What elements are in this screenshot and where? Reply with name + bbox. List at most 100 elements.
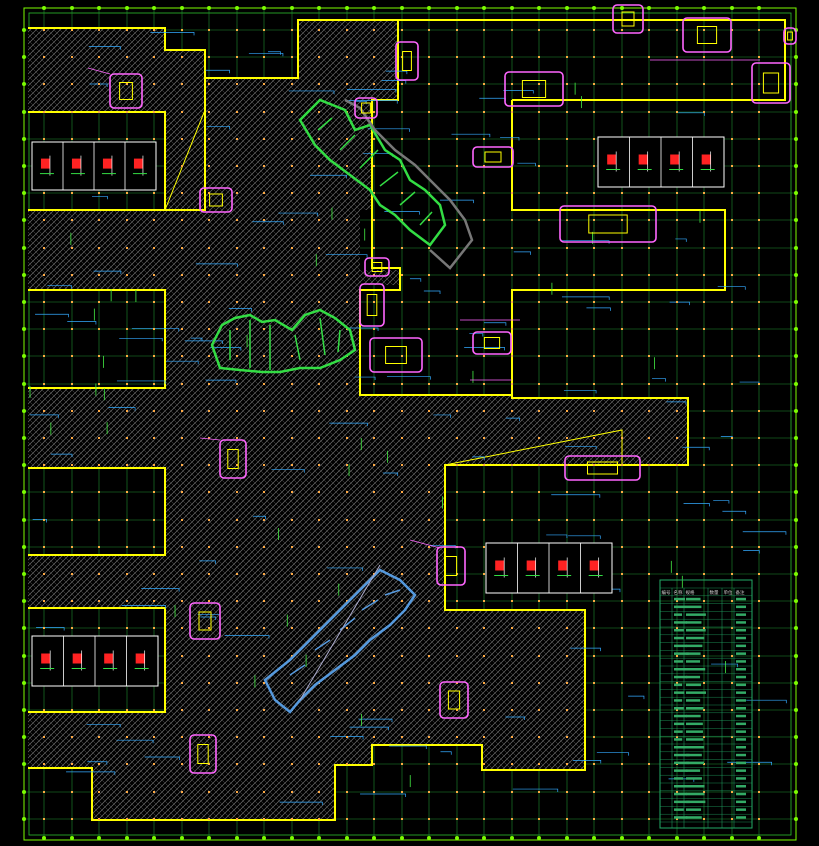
- legend-row-fill: [736, 738, 746, 741]
- dimension-line: [268, 51, 281, 55]
- column-dot-icon: [703, 437, 705, 439]
- legend-row-fill: [686, 714, 701, 718]
- axis-bubble-icon: [794, 382, 798, 386]
- column-dot-icon: [758, 219, 760, 221]
- column-dot-icon: [483, 219, 485, 221]
- column-dot-icon: [181, 138, 183, 140]
- legend-row-fill: [686, 699, 701, 702]
- column-dot-icon: [428, 791, 430, 793]
- column-dot-icon: [346, 383, 348, 385]
- column-dot-icon: [373, 410, 375, 412]
- column-dot-icon: [401, 410, 403, 412]
- column-dot-icon: [208, 573, 210, 575]
- column-dot-icon: [373, 355, 375, 357]
- column-dot-icon: [208, 763, 210, 765]
- column-dot-icon: [511, 355, 513, 357]
- column-dot-icon: [538, 627, 540, 629]
- column-dot-icon: [291, 111, 293, 113]
- dimension-line: [205, 69, 230, 74]
- column-dot-icon: [483, 410, 485, 412]
- column-dot-icon: [428, 247, 430, 249]
- column-dot-icon: [731, 573, 733, 575]
- column-dot-icon: [703, 736, 705, 738]
- column-dot-icon: [181, 247, 183, 249]
- column-dot-icon: [98, 791, 100, 793]
- column-dot-icon: [401, 546, 403, 548]
- axis-bubble-icon: [317, 836, 321, 840]
- column-dot-icon: [71, 138, 73, 140]
- column-dot-icon: [401, 573, 403, 575]
- axis-bubble-icon: [22, 463, 26, 467]
- column-dot-icon: [758, 138, 760, 140]
- axis-bubble-icon: [482, 6, 486, 10]
- column-dot-icon: [291, 627, 293, 629]
- dimension-line: [354, 376, 376, 381]
- column-dot-icon: [263, 29, 265, 31]
- column-dot-icon: [456, 247, 458, 249]
- axis-bubble-icon: [427, 836, 431, 840]
- column-dot-icon: [373, 709, 375, 711]
- column-dot-icon: [373, 655, 375, 657]
- stair-core-icon: [354, 97, 378, 119]
- column-dot-icon: [456, 600, 458, 602]
- leader-line: [87, 67, 111, 75]
- stair-core-icon: [504, 71, 564, 107]
- column-dot-icon: [566, 600, 568, 602]
- column-dot-icon: [346, 165, 348, 167]
- dimension-line: [678, 112, 705, 116]
- column-dot-icon: [648, 491, 650, 493]
- column-dot-icon: [43, 709, 45, 711]
- legend-row-fill: [674, 691, 685, 694]
- column-dot-icon: [758, 383, 760, 385]
- column-dot-icon: [593, 682, 595, 684]
- column-dot-icon: [456, 83, 458, 85]
- column-dot-icon: [758, 29, 760, 31]
- dimension-line: [433, 414, 451, 418]
- column-dot-icon: [153, 519, 155, 521]
- column-dot-icon: [428, 682, 430, 684]
- column-dot-icon: [373, 383, 375, 385]
- column-dot-icon: [758, 247, 760, 249]
- axis-bubble-icon: [794, 354, 798, 358]
- stair-core-inner: [209, 193, 223, 207]
- column-dot-icon: [428, 301, 430, 303]
- column-dot-icon: [401, 627, 403, 629]
- column-dot-icon: [71, 573, 73, 575]
- column-dot-icon: [428, 56, 430, 58]
- column-dot-icon: [263, 138, 265, 140]
- column-dot-icon: [236, 573, 238, 575]
- column-dot-icon: [346, 519, 348, 521]
- axis-bubble-icon: [235, 6, 239, 10]
- column-dot-icon: [538, 355, 540, 357]
- column-dot-icon: [566, 491, 568, 493]
- column-dot-icon: [758, 791, 760, 793]
- stair-core-icon: [369, 337, 423, 373]
- column-dot-icon: [153, 219, 155, 221]
- dimension-line: [89, 83, 108, 88]
- column-dot-icon: [401, 301, 403, 303]
- column-dot-icon: [263, 301, 265, 303]
- legend-table: 编号名称规格数量单位备注: [659, 579, 753, 829]
- dimension-line: [32, 519, 47, 523]
- column-dot-icon: [676, 627, 678, 629]
- dimension-line: [367, 128, 410, 132]
- dimension-line: [66, 771, 116, 775]
- column-dot-icon: [346, 655, 348, 657]
- column-dot-icon: [236, 437, 238, 439]
- column-dot-icon: [621, 655, 623, 657]
- column-dot-icon: [593, 464, 595, 466]
- dimension-line: [563, 390, 597, 394]
- column-dot-icon: [153, 763, 155, 765]
- column-dot-icon: [71, 328, 73, 330]
- column-dot-icon: [291, 736, 293, 738]
- column-dot-icon: [703, 56, 705, 58]
- column-dot-icon: [291, 655, 293, 657]
- column-dot-icon: [263, 274, 265, 276]
- legend-row-fill: [674, 668, 688, 671]
- column-dot-icon: [43, 437, 45, 439]
- dimension-line: [746, 699, 787, 704]
- column-dot-icon: [731, 111, 733, 113]
- column-dot-icon: [318, 818, 320, 820]
- column-dot-icon: [483, 600, 485, 602]
- column-dot-icon: [208, 627, 210, 629]
